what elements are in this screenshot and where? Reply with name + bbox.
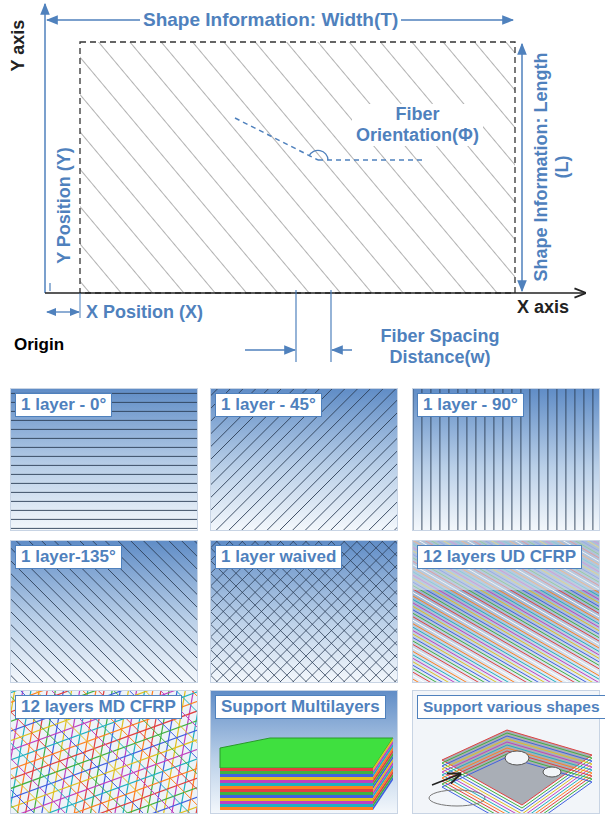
image-tile: 1 layer waived [210,540,398,683]
tile-caption: 1 layer - 45° [215,393,322,417]
diagram-label: X axis [517,297,569,318]
diagram-label: X Position (X) [86,302,203,323]
image-tile: Support various shapes [412,690,600,814]
image-tile: 1 layer - 45° [210,388,398,531]
image-tile: Support Multilayers [210,690,398,814]
tile-caption: 12 layers MD CFRP [15,695,182,719]
tile-caption: 1 layer-135° [15,545,122,569]
image-tile: 1 layer - 90° [412,388,600,531]
diagram-label: Shape Information: Length (L) [531,47,573,287]
image-tile: 12 layers UD CFRP [412,540,600,683]
tile-caption: 12 layers UD CFRP [417,545,582,569]
image-tile: 12 layers MD CFRP [10,690,198,814]
diagram-label: Origin [14,334,64,355]
diagram-label: Y Position (Y) [54,125,75,285]
tile-caption: 1 layer - 90° [417,393,524,417]
tile-caption: Support Multilayers [215,695,386,719]
diagram-label: Shape Information: Width(T) [140,9,401,30]
image-tile: 1 layer - 0° [10,388,198,531]
tile-caption: Support various shapes [417,695,605,719]
tile-caption: 1 layer waived [215,545,342,569]
diagram-label: Fiber Spacing Distance(w) [352,326,528,368]
diagram-label: Y axis [8,1,29,71]
image-tile: 1 layer-135° [10,540,198,683]
diagram-label: Fiber Orientation(Φ) [352,104,483,146]
tile-caption: 1 layer - 0° [15,393,112,417]
